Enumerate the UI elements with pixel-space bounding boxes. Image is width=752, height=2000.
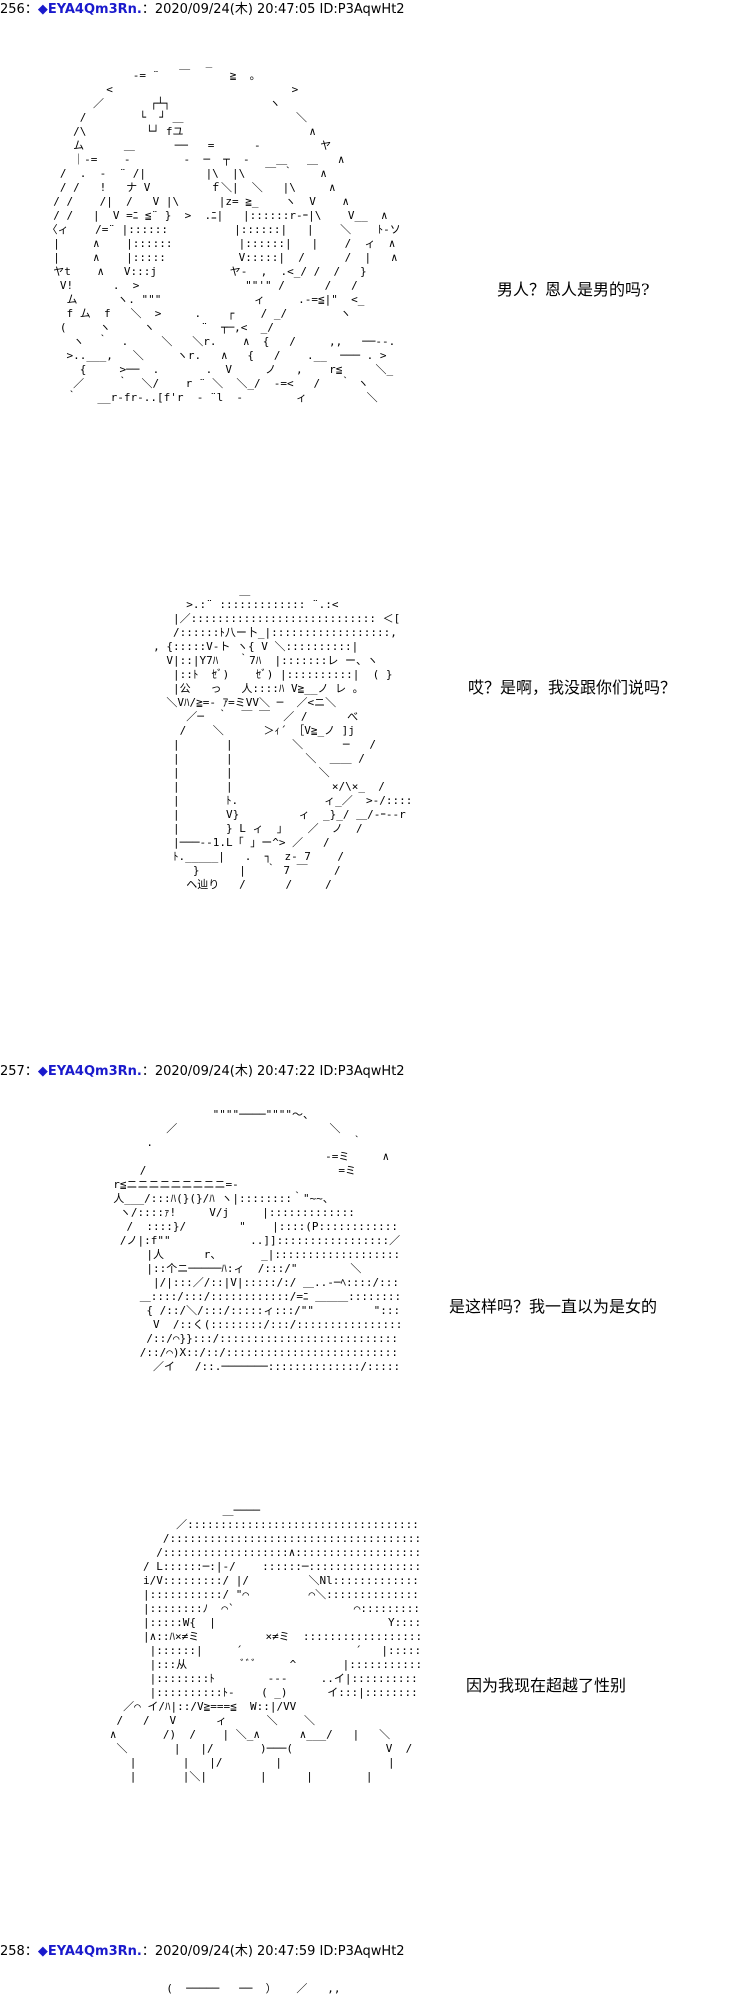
post-header-258: 258：◆EYA4Qm3Rn.：2020/09/24(木) 20:47:59 I… (0, 1944, 405, 1960)
ascii-art-figure-1: _ -= ¨ ￣ ≧ 。 < > ／ ┌┴┐ ヽ / └ ┘ ＿ ＼ /\ └┘… (46, 55, 400, 404)
poster-name-link[interactable]: ◆EYA4Qm3Rn. (37, 1944, 142, 1959)
poster-name-link[interactable]: ◆EYA4Qm3Rn. (37, 2, 142, 17)
dialogue-line-4: 因为我现在超越了性别 (466, 1676, 627, 1695)
ascii-art-figure-4: ＿──── ／:::::::::::::::::::::::::::::::::… (109, 1504, 420, 1783)
post-meta: ：2020/09/24(木) 20:47:05 ID:P3AqwHt2 (141, 2, 405, 17)
post-header-257: 257：◆EYA4Qm3Rn.：2020/09/24(木) 20:47:22 I… (0, 1064, 405, 1080)
post-number: 258： (0, 1944, 38, 1959)
post-number: 257： (0, 1064, 38, 1079)
post-number: 256： (0, 2, 38, 17)
post-header-256: 256：◆EYA4Qm3Rn.：2020/09/24(木) 20:47:05 I… (0, 2, 405, 18)
ascii-art-figure-5-partial: ( ───── ── ） ／ ,, (166, 1982, 340, 1995)
ascii-art-figure-2: ＿ >.:¨ ::::::::::::: ¨.:< |／::::::::::::… (153, 584, 413, 891)
dialogue-line-2: 哎？是啊，我没跟你们说吗？ (468, 678, 677, 697)
ascii-art-figure-3: """"────""""～、 ／ ＼ . ｀ -=ミ ∧ / =ミ r≦ニニニニ… (113, 1108, 400, 1373)
post-meta: ：2020/09/24(木) 20:47:22 ID:P3AqwHt2 (141, 1064, 405, 1079)
post-meta: ：2020/09/24(木) 20:47:59 ID:P3AqwHt2 (141, 1944, 405, 1959)
poster-name-link[interactable]: ◆EYA4Qm3Rn. (37, 1064, 142, 1079)
dialogue-line-3: 是这样吗？我一直以为是女的 (449, 1297, 658, 1316)
dialogue-line-1: 男人？恩人是男的吗? (497, 280, 650, 299)
